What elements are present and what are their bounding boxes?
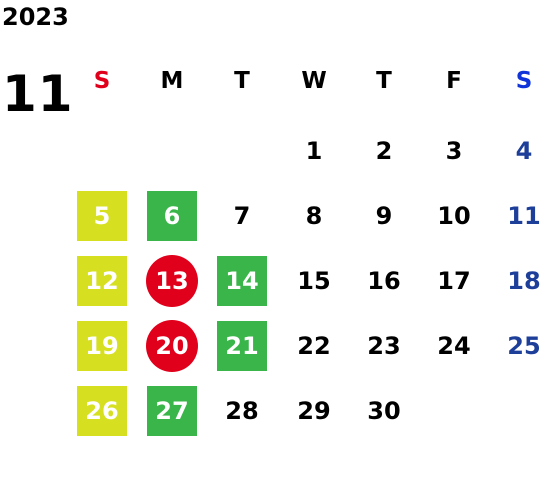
day-cell-7[interactable]: 7: [233, 202, 251, 230]
weekday-header-sun: S: [93, 67, 111, 94]
day-cell-6[interactable]: 6: [147, 191, 197, 241]
day-cell-16[interactable]: 16: [367, 267, 401, 295]
day-cell-19[interactable]: 19: [77, 321, 127, 371]
weekday-header-sat: S: [515, 67, 533, 94]
weekday-header-fri: F: [446, 67, 462, 94]
calendar-month: 11: [2, 65, 74, 123]
weekday-header-thu: T: [376, 67, 392, 94]
weekday-header-mon: M: [160, 67, 184, 94]
day-cell-25[interactable]: 25: [507, 332, 541, 360]
day-cell-12[interactable]: 12: [77, 256, 127, 306]
day-cell-15[interactable]: 15: [297, 267, 331, 295]
day-cell-30[interactable]: 30: [367, 397, 401, 425]
day-cell-27[interactable]: 27: [147, 386, 197, 436]
day-cell-22[interactable]: 22: [297, 332, 331, 360]
day-cell-20[interactable]: 20: [146, 320, 198, 372]
calendar-year: 2023: [2, 3, 69, 31]
day-cell-23[interactable]: 23: [367, 332, 401, 360]
day-cell-10[interactable]: 10: [437, 202, 471, 230]
day-cell-9[interactable]: 9: [375, 202, 393, 230]
day-cell-17[interactable]: 17: [437, 267, 471, 295]
day-cell-29[interactable]: 29: [297, 397, 331, 425]
day-cell-2[interactable]: 2: [375, 137, 393, 165]
weekday-header-tue: T: [234, 67, 250, 94]
day-cell-21[interactable]: 21: [217, 321, 267, 371]
day-cell-13[interactable]: 13: [146, 255, 198, 307]
day-cell-18[interactable]: 18: [507, 267, 541, 295]
day-cell-11[interactable]: 11: [507, 202, 541, 230]
weekday-header-wed: W: [301, 67, 327, 94]
day-cell-8[interactable]: 8: [305, 202, 323, 230]
day-cell-1[interactable]: 1: [305, 137, 323, 165]
day-cell-24[interactable]: 24: [437, 332, 471, 360]
day-cell-26[interactable]: 26: [77, 386, 127, 436]
day-cell-14[interactable]: 14: [217, 256, 267, 306]
day-cell-3[interactable]: 3: [445, 137, 463, 165]
day-cell-4[interactable]: 4: [515, 137, 533, 165]
day-cell-5[interactable]: 5: [77, 191, 127, 241]
day-cell-28[interactable]: 28: [225, 397, 259, 425]
